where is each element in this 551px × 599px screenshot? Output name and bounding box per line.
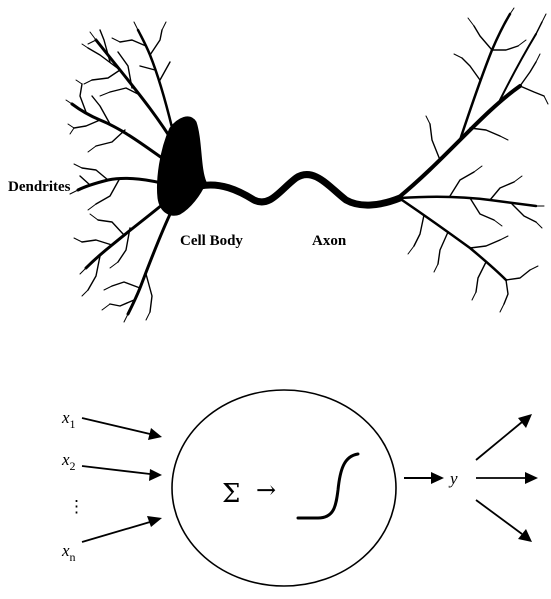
input-arrow-xn — [82, 522, 150, 542]
arrowhead-x1 — [148, 428, 162, 440]
output-fanout-arrows — [476, 414, 538, 542]
biological-neuron: Dendrites Cell Body Axon — [8, 8, 548, 322]
fanout-arrow-down — [476, 500, 522, 534]
axon — [200, 175, 400, 206]
input-arrow-x1 — [82, 418, 150, 434]
sum-symbol: Σ — [222, 479, 240, 509]
output-arrowhead — [431, 472, 444, 484]
dendrites-label: Dendrites — [8, 179, 71, 195]
output-y-label: y — [448, 469, 458, 488]
fanout-arrowhead-up — [518, 414, 532, 428]
input-ellipsis: ⋮ — [68, 497, 85, 517]
fanout-arrowhead-mid — [525, 472, 538, 484]
axon-label: Axon — [312, 233, 347, 249]
neuron-ellipse — [172, 390, 396, 586]
fanout-arrow-up — [476, 422, 522, 460]
sigmoid-curve — [298, 454, 358, 518]
artificial-neuron: x1 x2 ⋮ xn Σ → y — [61, 390, 538, 586]
fanout-arrowhead-down — [518, 529, 532, 542]
arrowhead-x2 — [149, 469, 162, 481]
input-arrows — [82, 418, 162, 542]
cell-body-label: Cell Body — [180, 233, 243, 249]
axon-terminal-tree — [398, 8, 548, 312]
arrowhead-xn — [147, 516, 162, 527]
input-x1-label: x1 — [61, 408, 76, 431]
sum-to-activation-arrow: → — [256, 476, 276, 504]
input-x2-label: x2 — [61, 450, 76, 473]
input-xn-label: xn — [61, 541, 76, 564]
input-arrow-x2 — [82, 466, 150, 474]
